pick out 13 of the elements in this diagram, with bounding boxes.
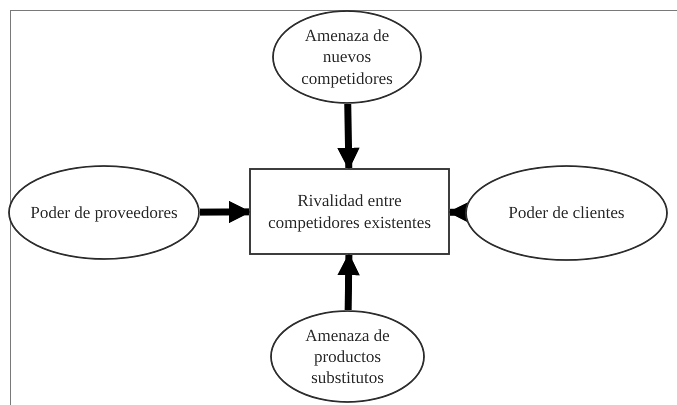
node-label: Amenaza de nuevos competidores <box>300 25 394 89</box>
node-label: Poder de proveedores <box>29 202 179 224</box>
arrow <box>337 252 360 310</box>
force-ellipse <box>465 165 668 261</box>
node-label: Rivalidad entre competidores existentes <box>267 190 432 233</box>
arrow <box>200 200 252 224</box>
node-label: Amenaza de productos substitutos <box>304 324 391 388</box>
force-ellipse <box>272 10 422 104</box>
force-ellipse <box>270 310 425 403</box>
arrow <box>337 104 360 170</box>
force-ellipse <box>8 165 200 260</box>
node-label: Poder de clientes <box>507 202 626 224</box>
process-box <box>249 168 450 255</box>
